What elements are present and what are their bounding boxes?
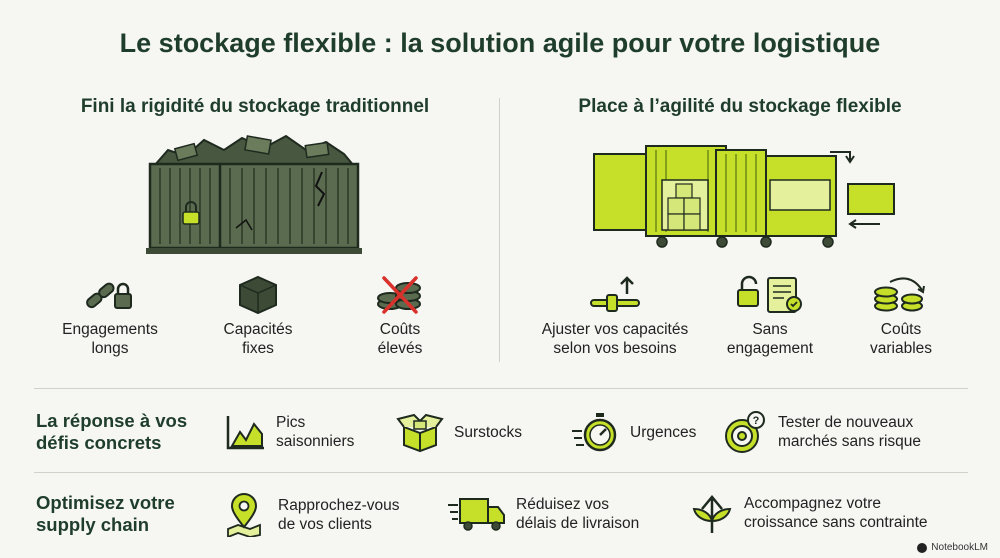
section-divider-top (34, 388, 968, 389)
broken-container-illustration (146, 134, 362, 254)
feature-variable-costs: Coûts variables (836, 274, 966, 358)
column-divider (499, 98, 500, 362)
challenges-row-label: La réponse à vos défis concrets (36, 410, 188, 453)
feature-long-commitment: Engagements longs (40, 274, 180, 358)
open-box-icon (396, 413, 444, 453)
supply-row-label: Optimisez votre supply chain (36, 492, 175, 535)
challenge-overstock: Surstocks (396, 411, 522, 453)
modular-container-illustration (593, 145, 895, 248)
feature-adjust-capacity: Ajuster vos capacités selon vos besoins (520, 274, 710, 358)
coins-arrow-icon (874, 277, 925, 312)
right-column-title: Place à l’agilité du stockage flexible (578, 96, 902, 117)
feature-no-commitment: Sans engagement (700, 274, 840, 358)
stopwatch-icon (572, 413, 617, 452)
feature-fixed-capacity: Capacités fixes (188, 274, 328, 358)
section-divider-bottom (34, 472, 968, 473)
seasonal-chart-icon (226, 416, 264, 450)
notebooklm-logo-icon (917, 542, 928, 553)
fast-truck-icon (448, 498, 505, 531)
map-pin-icon (227, 493, 261, 537)
slider-adjust-icon (590, 276, 640, 312)
challenge-emergencies: Urgences (570, 411, 696, 453)
unlock-document-icon (737, 275, 802, 313)
svg-text:?: ? (753, 415, 760, 427)
feature-high-costs: Coûts élevés (330, 274, 470, 358)
left-column-title: Fini la rigidité du stockage traditionne… (80, 96, 430, 117)
growth-arrow-icon (692, 495, 732, 533)
target-question-icon: ? (725, 411, 765, 453)
crossed-coins-icon (377, 276, 421, 314)
cube-icon (239, 275, 277, 314)
chain-lock-icon (86, 282, 132, 309)
brand-watermark: NotebookLM (917, 542, 988, 553)
page-title: Le stockage flexible : la solution agile… (119, 28, 881, 58)
